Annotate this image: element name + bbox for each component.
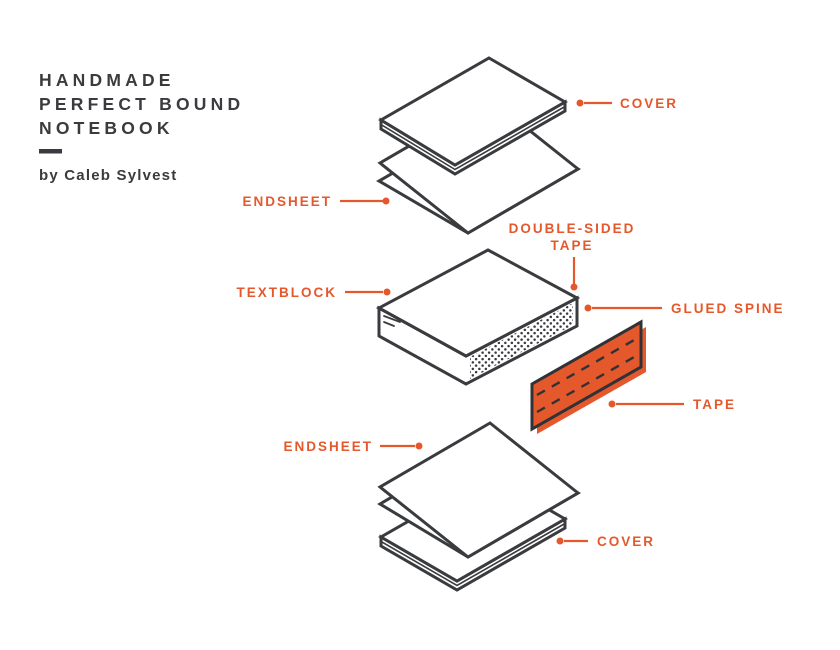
cover-top-face — [378, 56, 569, 167]
endsheet-top-leader-dot — [382, 197, 390, 205]
tape-dashed-line-2 — [536, 354, 637, 414]
byline: by Caleb Sylvest — [39, 167, 177, 184]
tape-dashed-line-1 — [536, 337, 637, 397]
endsheet-bottom-leader-dot — [415, 442, 423, 450]
endsheet-bottom-label: ENDSHEET — [283, 439, 373, 454]
cover-top-leader-dot — [576, 99, 584, 107]
double-sided-tape-leader-dot — [570, 283, 578, 291]
title-line-2: PERFECT BOUND — [39, 94, 244, 114]
double-sided-tape-label-line-2: TAPE — [550, 238, 593, 253]
cover-top-shape — [378, 56, 569, 176]
textblock-page-line-2 — [383, 321, 395, 327]
glued-spine-texture — [470, 303, 573, 379]
title-line-1: HANDMADE — [39, 70, 175, 90]
textblock-shape — [375, 248, 581, 386]
cover-bottom-edge-inner-line — [380, 522, 566, 587]
endsheet-bottom-upper-leaf — [377, 421, 581, 559]
tape-label: TAPE — [693, 397, 736, 412]
page-title: HANDMADE PERFECT BOUND NOTEBOOK by Caleb… — [39, 70, 244, 184]
cover-top-edge-inner-line — [380, 105, 566, 171]
endsheet-bottom-shape — [377, 421, 581, 559]
textblock-label: TEXTBLOCK — [237, 285, 338, 300]
cover-bottom-label: COVER — [597, 534, 655, 549]
tape-face — [530, 319, 643, 432]
leader-lines — [340, 99, 684, 545]
title-divider — [39, 149, 62, 154]
cover-bottom-leader-dot — [556, 537, 564, 545]
glued-spine-leader-dot — [584, 304, 592, 312]
endsheet-top-label: ENDSHEET — [242, 194, 332, 209]
tape-leader-dot — [608, 400, 616, 408]
title-line-3: NOTEBOOK — [39, 118, 174, 138]
double-sided-tape-label-line-1: DOUBLE-SIDED — [509, 221, 636, 236]
tape-shape — [530, 319, 646, 434]
cover-top-label: COVER — [620, 96, 678, 111]
part-labels: COVER ENDSHEET DOUBLE-SIDED TAPE TEXTBLO… — [237, 96, 785, 549]
textblock-leader-dot — [383, 288, 391, 296]
textblock-page-line-1 — [383, 315, 401, 323]
textblock-top-face — [375, 248, 581, 358]
glued-spine-label: GLUED SPINE — [671, 301, 785, 316]
